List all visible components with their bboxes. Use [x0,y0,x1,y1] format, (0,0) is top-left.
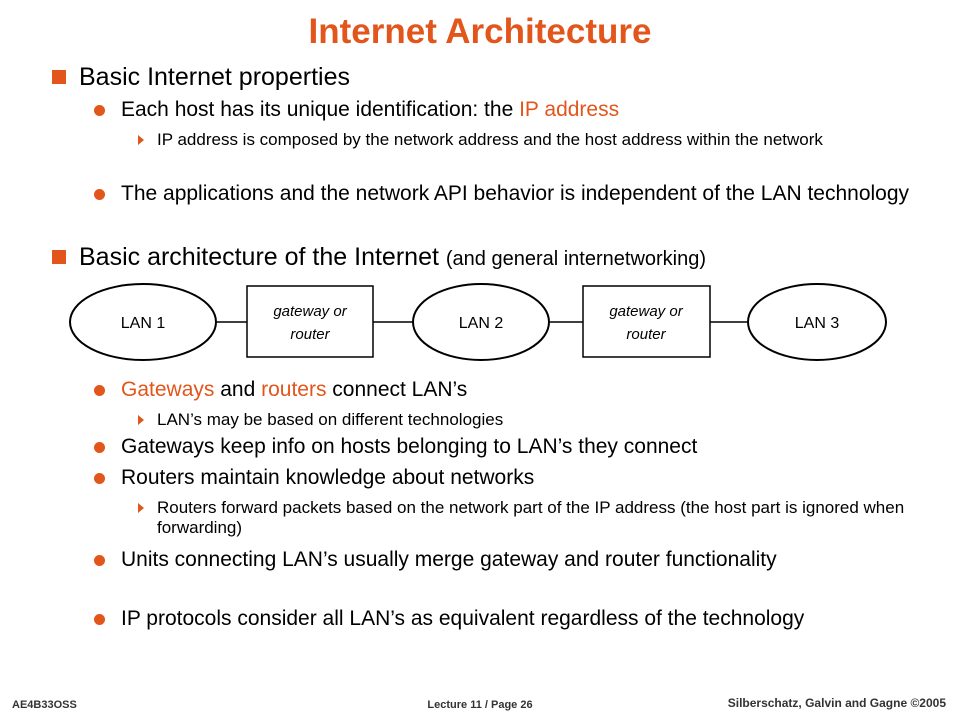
lan-2-node [412,283,550,361]
round-bullet-icon [94,473,105,484]
subbullet-text: Routers forward packets based on the net… [157,498,905,537]
round-bullet-icon [94,385,105,396]
lan-3-node [747,283,887,361]
gateway-1-label-line2: router [290,326,330,343]
section-heading-text: Basic Internet properties [79,63,350,91]
bullet-text: The applications and the network API beh… [121,182,910,205]
bullet-text: Each host has its unique identification:… [121,98,520,121]
lan-1-label: LAN 1 [121,315,166,332]
lan-2-label: LAN 2 [459,315,504,332]
arrow-bullet-icon [138,415,144,425]
footer-page-number: Lecture 11 / Page 26 [427,699,533,711]
bullet-text: Gateways keep info on hosts belonging to… [121,435,698,458]
arrow-bullet-icon [138,135,144,145]
section-heading-note: (and general internetworking) [445,248,707,270]
gateway-2-label-line1: gateway or [609,303,683,320]
bullet-text: Routers maintain knowledge about network… [121,466,535,489]
round-bullet-icon [94,555,105,566]
round-bullet-icon [94,442,105,453]
gateway-2-label-line2: router [626,326,666,343]
bullet-text: IP protocols consider all LAN’s as equiv… [121,607,805,630]
subbullet-text: LAN’s may be based on different technolo… [157,410,504,429]
gateway-2-node [582,285,711,358]
gateway-1-node [246,285,374,358]
round-bullet-icon [94,614,105,625]
highlight-routers: routers [261,378,327,401]
network-diagram: LAN 1 gateway or router LAN 2 gateway or… [69,283,887,361]
slide-title: Internet Architecture [308,12,652,51]
gateway-1-label-line1: gateway or [273,303,347,320]
highlight-gateways: Gateways [121,378,215,401]
lan-1-node [69,283,217,361]
bullet-text: Units connecting LAN’s usually merge gat… [121,548,777,571]
subbullet-text: IP address is composed by the network ad… [157,130,823,149]
arrow-bullet-icon [138,503,144,513]
square-bullet-icon [52,70,66,84]
round-bullet-icon [94,105,105,116]
square-bullet-icon [52,250,66,264]
section-heading-text: Basic architecture of the Internet [79,243,439,271]
footer-copyright: Silberschatz, Galvin and Gagne ©2005 [727,696,946,710]
footer-course-code: AE4B33OSS [12,699,77,711]
highlight-ip-address: IP address [519,98,620,121]
round-bullet-icon [94,189,105,200]
lan-3-label: LAN 3 [795,315,840,332]
